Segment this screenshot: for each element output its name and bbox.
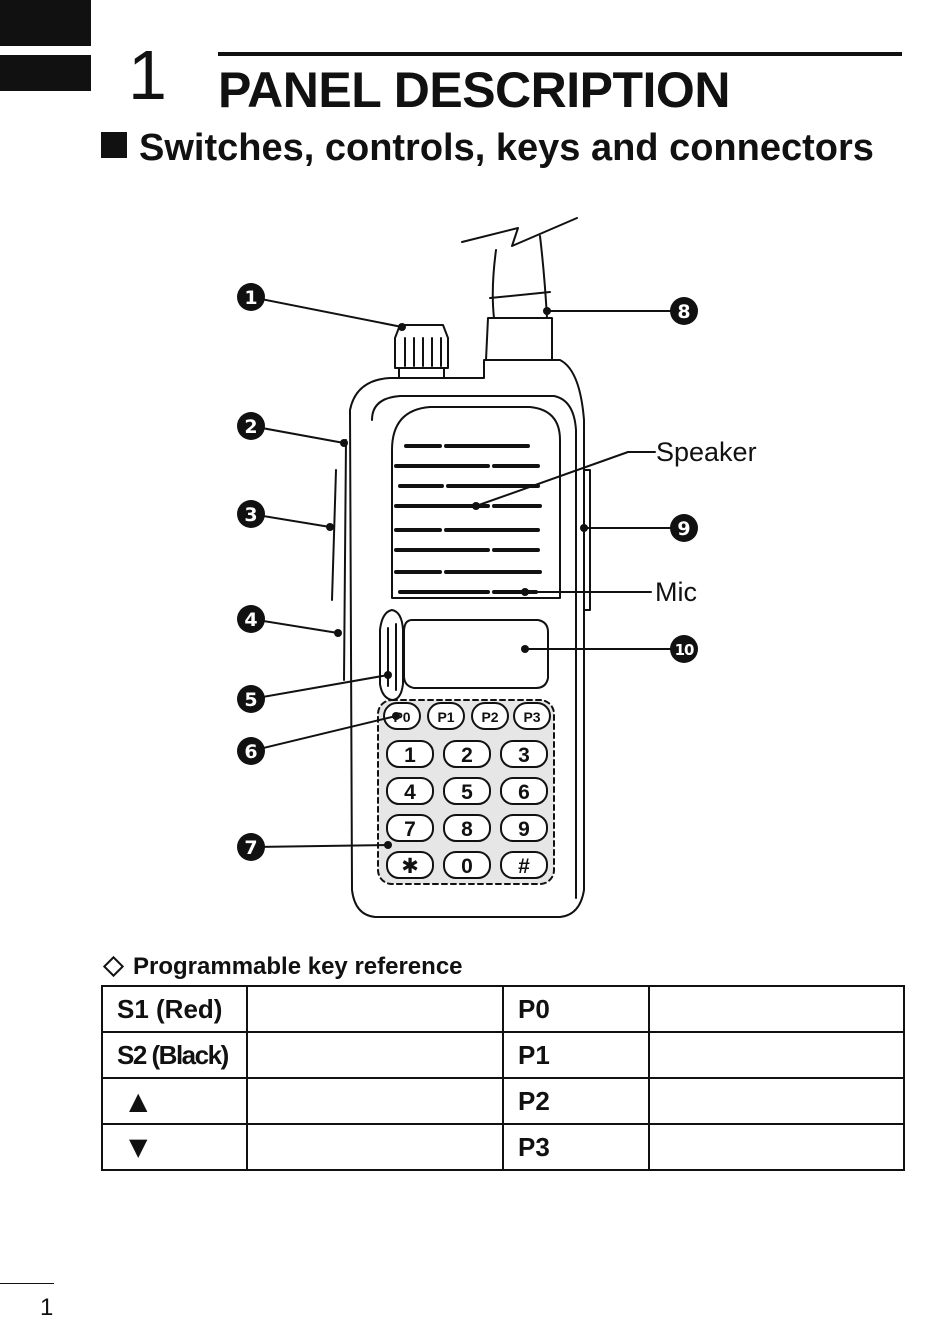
- table-caption-text: Programmable key reference: [133, 953, 463, 980]
- callout-2: 2: [244, 416, 257, 438]
- keypad-key: 1: [404, 744, 416, 767]
- key-cell: P3: [502, 1123, 650, 1171]
- callout-5: 5: [244, 689, 257, 711]
- keypad-key: 7: [404, 818, 416, 841]
- key-cell: P0: [502, 985, 650, 1033]
- side-buttons: [379, 609, 404, 701]
- callout-1: 1: [244, 287, 257, 309]
- keypad-key: 3: [518, 744, 530, 767]
- mic-label: Mic: [655, 577, 697, 607]
- table-caption: Programmable key reference: [101, 953, 463, 982]
- callout-10: 10: [675, 641, 694, 659]
- function-key-p3: P3: [523, 709, 540, 725]
- table-row: S2 (Black) P1: [101, 1031, 905, 1079]
- radio-body: [349, 359, 585, 918]
- callout-leaders: [250, 296, 685, 848]
- diamond-bullet-icon: [102, 955, 125, 977]
- chapter-title: PANEL DESCRIPTION: [218, 62, 730, 118]
- value-cell: [648, 985, 905, 1033]
- speaker-label: Speaker: [656, 437, 757, 467]
- function-key-p0: P0: [393, 709, 410, 725]
- callout-6-marker: [237, 737, 265, 765]
- programmable-key-table: S1 (Red) P0 S2 (Black) P1 ▲ P2 ▼ P3: [101, 985, 905, 1171]
- radio-panel-diagram: 1 2 3 4 5 6 7 8 9 10 Speaker Mic P0 P1 P…: [237, 217, 757, 918]
- callout-7-marker: [237, 833, 265, 861]
- table-row: S1 (Red) P0: [101, 985, 905, 1033]
- table-row: ▼ P3: [101, 1123, 905, 1171]
- display-window: [403, 619, 549, 689]
- speaker-grille: [391, 406, 561, 599]
- section-heading: Switches, controls, keys and connectors: [101, 126, 874, 172]
- keypad-key: 6: [518, 781, 530, 804]
- keypad-key: 0: [461, 855, 473, 878]
- callout-5-marker: [237, 685, 265, 713]
- key-cell: P1: [502, 1031, 650, 1079]
- value-cell: [246, 1123, 504, 1171]
- key-cell: P2: [502, 1077, 650, 1125]
- key-cell: ▼: [101, 1123, 248, 1171]
- callout-8: 8: [677, 301, 690, 323]
- callout-1-marker: [237, 283, 265, 311]
- keypad-key: #: [518, 855, 530, 878]
- chapter-tab-upper: [0, 0, 91, 46]
- value-cell: [648, 1123, 905, 1171]
- callout-9: 9: [677, 518, 690, 540]
- chapter-tab-lower: [0, 55, 91, 91]
- keypad-key: 2: [461, 744, 473, 767]
- callout-3-marker: [237, 500, 265, 528]
- keypad-key: ✱: [401, 854, 419, 878]
- callout-6: 6: [244, 741, 257, 763]
- page-number: 1: [40, 1294, 54, 1321]
- volume-knob: [394, 324, 449, 379]
- key-cell: ▲: [101, 1077, 248, 1125]
- keypad-key: 8: [461, 818, 473, 841]
- chapter-rule: [218, 52, 902, 56]
- number-keypad: [386, 740, 548, 879]
- function-key-p2: P2: [481, 709, 498, 725]
- section-heading-text: Switches, controls, keys and connectors: [139, 127, 874, 169]
- value-cell: [246, 985, 504, 1033]
- value-cell: [648, 1077, 905, 1125]
- callout-10-marker: [670, 635, 698, 663]
- key-cell: S1 (Red): [101, 985, 248, 1033]
- table-row: ▲ P2: [101, 1077, 905, 1125]
- callout-3: 3: [244, 504, 257, 526]
- callout-4: 4: [244, 609, 257, 631]
- function-keys: [383, 702, 551, 730]
- function-key-p1: P1: [437, 709, 454, 725]
- keypad-key: 4: [404, 781, 416, 804]
- square-bullet-icon: [101, 132, 127, 158]
- chapter-number: 1: [128, 36, 167, 114]
- value-cell: [648, 1031, 905, 1079]
- callout-7: 7: [244, 837, 257, 859]
- antenna: [461, 217, 578, 361]
- value-cell: [246, 1077, 504, 1125]
- callout-8-marker: [670, 297, 698, 325]
- value-cell: [246, 1031, 504, 1079]
- callout-4-marker: [237, 605, 265, 633]
- keypad-key: 5: [461, 781, 473, 804]
- key-cell: S2 (Black): [101, 1031, 248, 1079]
- callout-2-marker: [237, 412, 265, 440]
- callout-9-marker: [670, 514, 698, 542]
- keypad-key: 9: [518, 818, 530, 841]
- footer-rule: [0, 1283, 54, 1284]
